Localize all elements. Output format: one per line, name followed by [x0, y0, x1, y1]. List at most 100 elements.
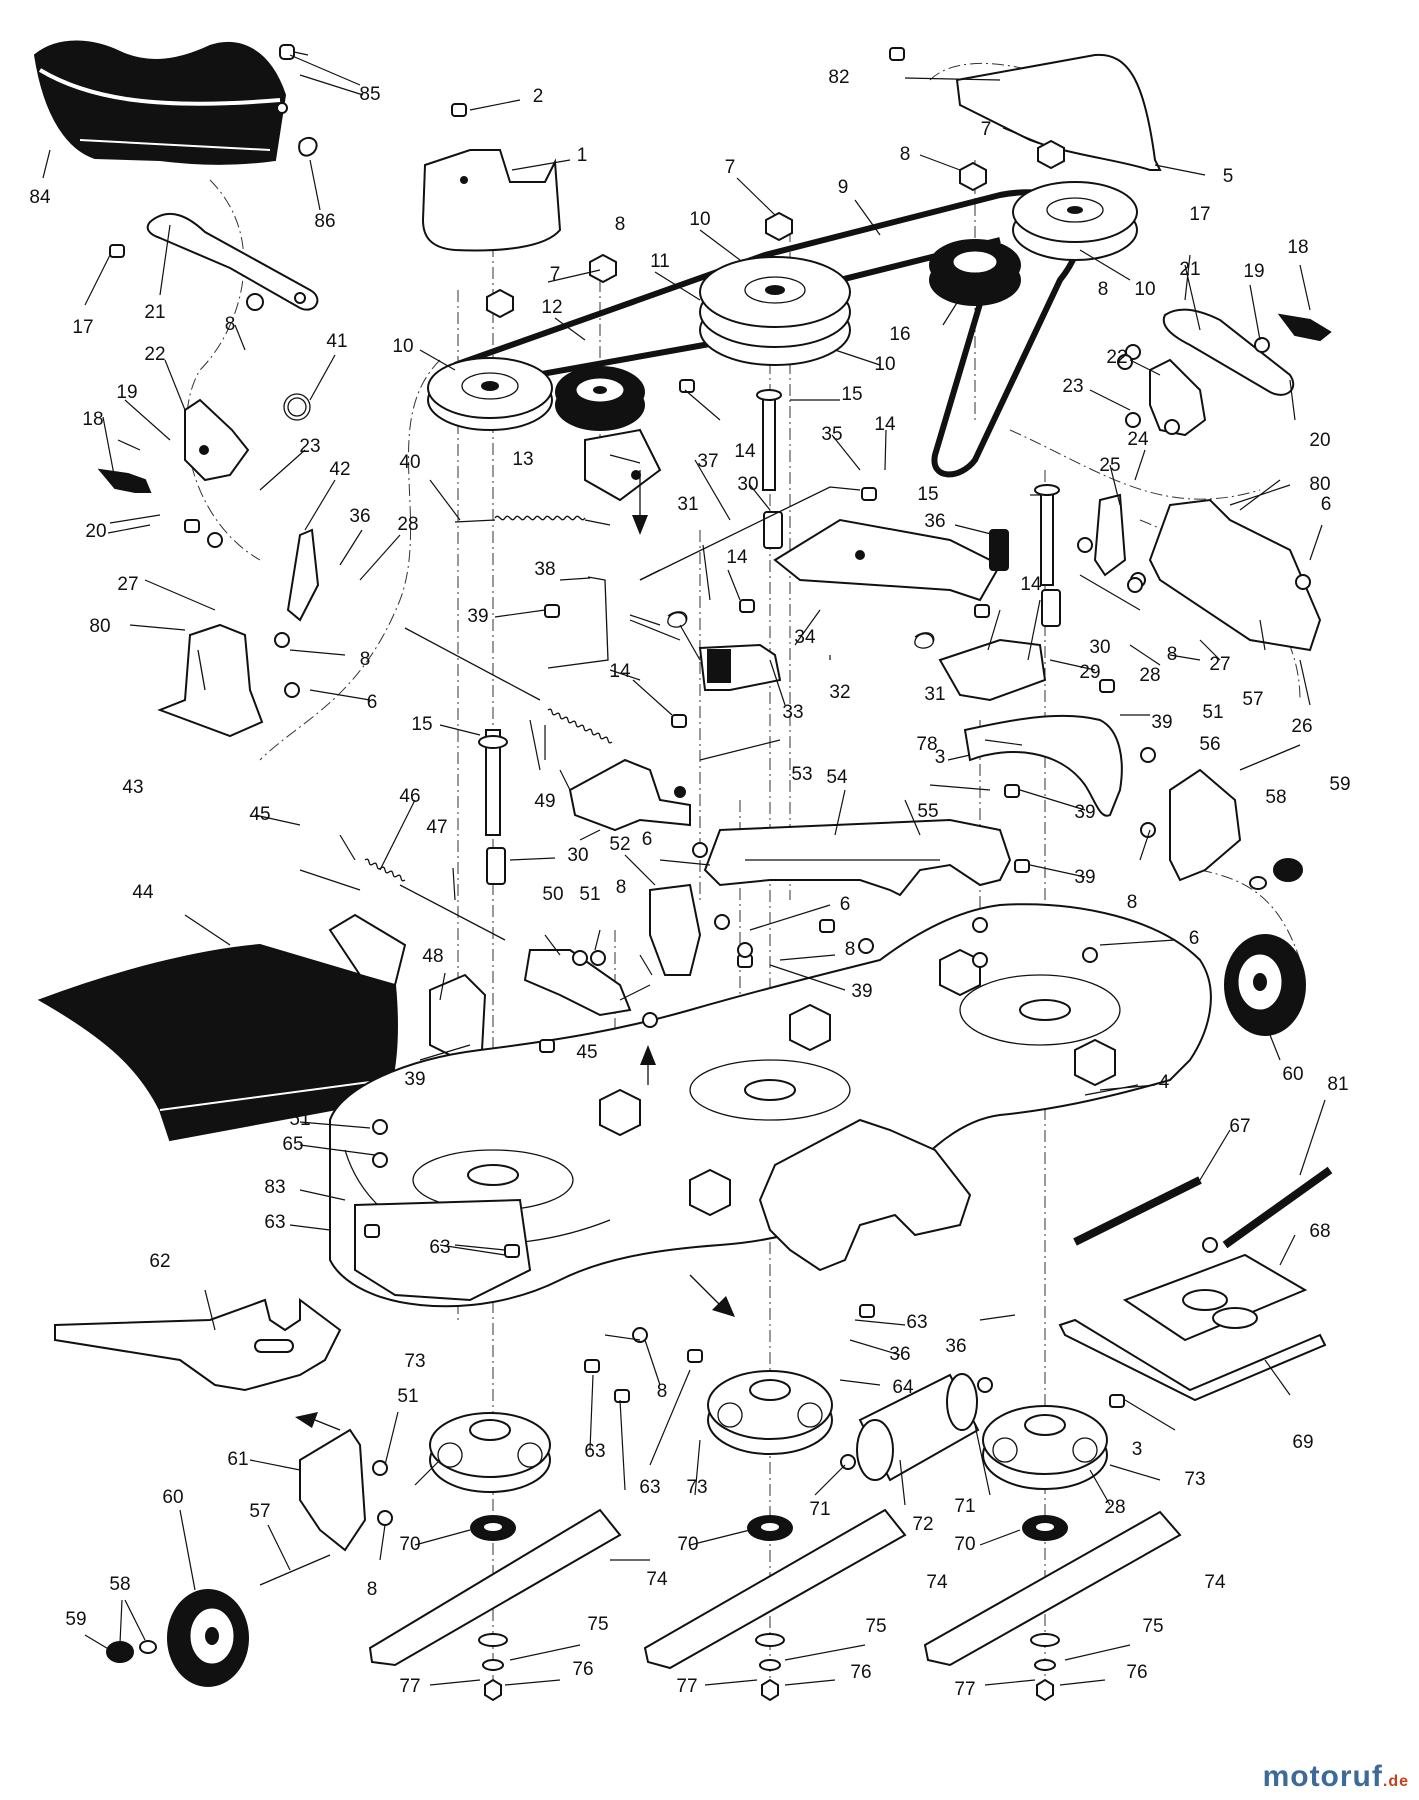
label-part-68: 68 [1309, 1221, 1330, 1242]
label-part-8: 8 [845, 939, 856, 960]
label-part-30: 30 [1089, 637, 1110, 658]
label-part-3: 3 [935, 747, 946, 768]
label-part-58: 58 [1265, 787, 1286, 808]
part-18-knob-right [1277, 313, 1332, 342]
label-part-8: 8 [657, 1381, 668, 1402]
hardware-bolts [109, 244, 1311, 1526]
label-part-44: 44 [132, 882, 154, 903]
label-part-26: 26 [1291, 716, 1312, 737]
label-part-21: 21 [144, 302, 165, 323]
label-part-8: 8 [616, 877, 627, 898]
label-part-39: 39 [404, 1069, 425, 1090]
part-70-bearings [470, 1515, 1068, 1541]
label-part-35: 35 [821, 424, 842, 445]
label-part-73: 73 [1184, 1469, 1205, 1490]
part-25-bracket [1093, 493, 1127, 577]
part-74-blade-left [368, 1508, 622, 1667]
label-part-14: 14 [609, 661, 631, 682]
cable-routing [186, 63, 1301, 961]
pulley-center-10 [699, 256, 851, 366]
part-46-spring [299, 858, 406, 891]
part-67-rod [1073, 1176, 1202, 1246]
part-74-blade-right [923, 1510, 1182, 1667]
label-part-76: 76 [572, 1659, 593, 1680]
label-part-10: 10 [874, 354, 895, 375]
label-part-28: 28 [1104, 1497, 1125, 1518]
label-part-10: 10 [392, 336, 413, 357]
leader-lines [42, 54, 1326, 1686]
label-part-61: 61 [227, 1449, 248, 1470]
spindle-shafts-15 [478, 389, 1060, 836]
label-part-62: 62 [149, 1251, 170, 1272]
label-part-84: 84 [29, 187, 51, 208]
label-part-39: 39 [1074, 802, 1095, 823]
label-part-59: 59 [65, 1609, 86, 1630]
label-part-54: 54 [826, 767, 848, 788]
label-part-74: 74 [646, 1569, 668, 1590]
label-part-75: 75 [865, 1616, 886, 1637]
label-part-77: 77 [676, 1676, 697, 1697]
label-part-85: 85 [359, 84, 380, 105]
part-62-baffle [54, 1298, 342, 1392]
label-part-1: 1 [577, 145, 588, 166]
label-part-13: 13 [512, 449, 533, 470]
label-part-3: 3 [1132, 1439, 1143, 1460]
part-74-blade-center [643, 1508, 907, 1670]
idler-16 [929, 239, 1021, 306]
label-part-38: 38 [534, 559, 555, 580]
label-part-9: 9 [838, 177, 849, 198]
label-part-25: 25 [1099, 455, 1120, 476]
label-part-43: 43 [122, 777, 143, 798]
label-part-17: 17 [72, 317, 93, 338]
label-part-74: 74 [1204, 1572, 1226, 1593]
part-54-plate [703, 818, 1012, 897]
part-73-housing-right [982, 1405, 1108, 1490]
label-part-8: 8 [225, 314, 236, 335]
part-36-block [989, 529, 1009, 571]
label-part-24: 24 [1127, 429, 1149, 450]
label-part-47: 47 [426, 817, 447, 838]
part-52-bracket [649, 883, 702, 976]
label-part-81: 81 [1327, 1074, 1348, 1095]
label-part-51: 51 [579, 884, 600, 905]
label-part-51: 51 [1202, 702, 1223, 723]
label-part-31: 31 [677, 494, 698, 515]
part-53-plate [568, 758, 691, 832]
label-part-51: 51 [397, 1386, 418, 1407]
part-31-springs [667, 611, 935, 649]
label-part-14: 14 [734, 441, 756, 462]
label-part-23: 23 [299, 436, 320, 457]
label-part-15: 15 [917, 484, 938, 505]
part-22-bracket-right [1149, 358, 1207, 437]
label-part-27: 27 [1209, 654, 1230, 675]
part-57-axle-left [259, 1554, 331, 1586]
part-21-arm-right [1162, 308, 1295, 396]
label-part-14: 14 [726, 547, 748, 568]
parts-75-76-77 [478, 1633, 1060, 1702]
label-part-73: 73 [686, 1477, 707, 1498]
part-68-plate [1122, 1253, 1308, 1342]
label-part-10: 10 [1134, 279, 1155, 300]
part-35-arm [773, 518, 1002, 602]
part-73-housing-center [707, 1370, 833, 1455]
part-13-bracket [584, 428, 662, 502]
label-part-77: 77 [954, 1679, 975, 1700]
pulley-left-10 [427, 357, 553, 431]
part-44-discharge-chute [37, 913, 407, 1142]
label-part-71: 71 [954, 1496, 975, 1517]
part-38-rod [547, 576, 609, 669]
label-part-6: 6 [1321, 494, 1332, 515]
label-part-80: 80 [89, 616, 110, 637]
label-part-30: 30 [567, 845, 588, 866]
label-part-48: 48 [422, 946, 443, 967]
label-part-8: 8 [1127, 892, 1138, 913]
part-80-bracket-right [1148, 498, 1322, 652]
label-part-76: 76 [1126, 1662, 1147, 1683]
label-part-75: 75 [587, 1614, 608, 1635]
label-part-74: 74 [926, 1572, 948, 1593]
label-part-27: 27 [117, 574, 138, 595]
label-part-77: 77 [399, 1676, 420, 1697]
label-part-19: 19 [116, 382, 137, 403]
watermark-logo: motoruf.de [1262, 1760, 1409, 1793]
